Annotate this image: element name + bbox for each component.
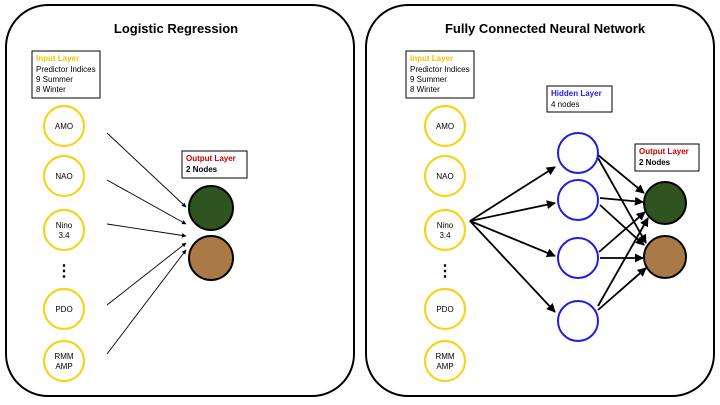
hidden-box-detail: 4 nodes — [551, 100, 579, 109]
edge-h3-o1 — [598, 211, 646, 253]
left-edge-rmm — [106, 249, 187, 355]
hidden-node-3 — [557, 237, 599, 279]
input-node-label: Nino — [437, 221, 454, 230]
edge-nino-hidden-3 — [469, 220, 556, 258]
edge-h2-o1 — [599, 196, 644, 206]
input-node-nino — [423, 208, 467, 252]
hidden-box-frame — [546, 85, 613, 113]
output-node-2 — [188, 235, 234, 281]
right-panel-title: Fully Connected Neural Network — [445, 21, 646, 36]
input-node-label: AMO — [436, 122, 454, 131]
left-output-box-title: Output Layer — [186, 154, 236, 163]
hidden-box-title: Hidden Layer — [551, 89, 602, 98]
edge-nino-hidden-1 — [469, 166, 556, 222]
left-output-box-detail: 2 Nodes — [186, 165, 218, 174]
right-input-box-line: 9 Summer — [410, 75, 447, 84]
edge-nino-hidden-4 — [469, 220, 556, 313]
right-output-box-detail: 2 Nodes — [639, 158, 671, 167]
input-node-pdo — [423, 287, 467, 331]
edge-nino-hidden-2 — [469, 200, 556, 222]
left-edge-nino — [106, 223, 187, 238]
left-input-nodes: AMO NAO Nino 3.4 ⋮ PDO RMM AMP — [42, 104, 86, 383]
logistic-regression-panel: Logistic Regression Input Layer Predicto… — [5, 4, 355, 397]
left-input-box-title: Input Layer — [36, 54, 79, 63]
right-output-box-frame — [634, 143, 700, 172]
left-input-box-frame — [31, 50, 101, 99]
hidden-node-4 — [557, 300, 599, 342]
input-node-label: PDO — [55, 305, 72, 314]
ellipsis-icon: ⋮ — [56, 263, 72, 280]
right-output-nodes — [643, 181, 687, 279]
output-node-1 — [643, 181, 687, 225]
output-node-1 — [188, 185, 234, 231]
left-output-nodes — [188, 185, 234, 281]
right-edges-input-hidden — [469, 166, 556, 313]
left-panel-title: Logistic Regression — [114, 21, 238, 36]
right-input-layer-box: Input Layer Predictor Indices 9 Summer 8… — [405, 50, 475, 99]
right-output-box-title: Output Layer — [639, 147, 689, 156]
input-node-label: AMP — [55, 362, 72, 371]
hidden-node-1 — [557, 132, 599, 174]
right-output-layer-box: Output Layer 2 Nodes — [634, 143, 700, 172]
input-node-label: PDO — [436, 305, 453, 314]
input-node-label: Nino — [56, 221, 73, 230]
left-input-box-line: 9 Summer — [36, 75, 73, 84]
hidden-layer-box: Hidden Layer 4 nodes — [546, 85, 613, 113]
left-edge-pdo — [106, 242, 187, 306]
right-input-box-line: 8 Winter — [410, 85, 440, 94]
edge-h1-o1 — [597, 154, 645, 194]
input-node-label: RMM — [54, 352, 73, 361]
neural-network-panel: Fully Connected Neural Network Input Lay… — [365, 4, 715, 397]
right-edges-hidden-output — [597, 154, 649, 311]
right-input-box-frame — [405, 50, 475, 99]
hidden-node-2 — [557, 179, 599, 221]
output-node-2 — [643, 235, 687, 279]
input-node-label: NAO — [55, 172, 72, 181]
input-node-amo — [42, 104, 86, 148]
input-node-nino — [42, 208, 86, 252]
input-node-pdo — [42, 287, 86, 331]
edge-h4-o1 — [597, 217, 649, 307]
left-input-layer-box: Input Layer Predictor Indices 9 Summer 8… — [31, 50, 101, 99]
left-output-layer-box: Output Layer 2 Nodes — [181, 150, 248, 179]
input-node-label: 3.4 — [58, 231, 70, 240]
input-node-amo — [423, 104, 467, 148]
ellipsis-icon: ⋮ — [437, 263, 453, 280]
left-input-box-line: Predictor Indices — [36, 65, 96, 74]
input-node-label: AMO — [55, 122, 73, 131]
input-node-rmm — [423, 339, 467, 383]
left-edge-nao — [106, 179, 187, 225]
input-node-label: 3.4 — [439, 231, 451, 240]
input-node-nao — [42, 154, 86, 198]
right-input-box-title: Input Layer — [410, 54, 453, 63]
left-edges — [106, 132, 187, 355]
right-input-box-line: Predictor Indices — [410, 65, 470, 74]
right-input-nodes: AMO NAO Nino 3.4 ⋮ PDO RMM AMP — [423, 104, 467, 383]
edge-h4-o2 — [597, 267, 647, 311]
left-panel-frame — [5, 4, 355, 397]
hidden-nodes — [557, 132, 599, 342]
left-output-box-frame — [181, 150, 248, 179]
input-node-nao — [423, 154, 467, 198]
left-edge-amo — [106, 132, 187, 208]
input-node-label: RMM — [435, 352, 454, 361]
left-input-box-line: 8 Winter — [36, 85, 66, 94]
input-node-rmm — [42, 339, 86, 383]
input-node-label: NAO — [436, 172, 453, 181]
input-node-label: AMP — [436, 362, 453, 371]
